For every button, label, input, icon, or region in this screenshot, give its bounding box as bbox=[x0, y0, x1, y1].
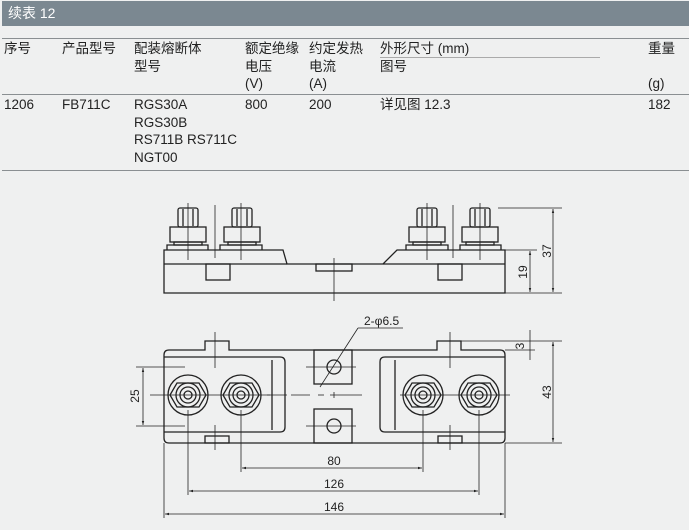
dim-126: 126 bbox=[324, 477, 344, 491]
dim-19: 19 bbox=[516, 265, 530, 279]
dim-25: 25 bbox=[128, 389, 142, 403]
dim-37: 37 bbox=[540, 244, 554, 258]
dim-43: 43 bbox=[540, 385, 554, 399]
header-seq: 序号 bbox=[4, 41, 31, 56]
cell-model: FB711C bbox=[62, 97, 111, 112]
cell-current: 200 bbox=[309, 97, 332, 112]
cell-fuse: NGT00 bbox=[134, 150, 178, 165]
header-voltage-unit: (V) bbox=[245, 76, 263, 91]
dim-3: 3 bbox=[513, 342, 527, 349]
cell-weight: 182 bbox=[648, 97, 671, 112]
cell-fuse: RGS30B bbox=[134, 115, 188, 130]
header-current: 约定发热 bbox=[309, 41, 363, 56]
cell-voltage: 800 bbox=[245, 97, 268, 112]
dim-146: 146 bbox=[324, 500, 344, 514]
hole-callout: 2-φ6.5 bbox=[364, 314, 399, 328]
header-current-unit: (A) bbox=[309, 76, 327, 91]
header-drawing: 图号 bbox=[380, 59, 407, 74]
header-voltage-2: 电压 bbox=[245, 59, 272, 74]
header-current-2: 电流 bbox=[309, 59, 336, 74]
header-weight-unit: (g) bbox=[648, 76, 665, 91]
cell-drawing: 详见图 12.3 bbox=[380, 97, 451, 112]
header-fuse-2: 型号 bbox=[134, 59, 161, 74]
cell-fuse: RS711B RS711C bbox=[134, 132, 238, 147]
header-fuse: 配装熔断体 bbox=[134, 41, 202, 56]
header-model: 产品型号 bbox=[62, 41, 116, 56]
cell-seq: 1206 bbox=[4, 97, 35, 112]
dim-80: 80 bbox=[327, 454, 341, 468]
header-voltage: 额定绝缘 bbox=[245, 41, 299, 56]
cell-fuse: RGS30A bbox=[134, 97, 188, 112]
header-weight: 重量 bbox=[648, 41, 675, 56]
header-dimensions: 外形尺寸 (mm) bbox=[380, 41, 470, 56]
table-caption: 续表 12 bbox=[2, 1, 689, 26]
